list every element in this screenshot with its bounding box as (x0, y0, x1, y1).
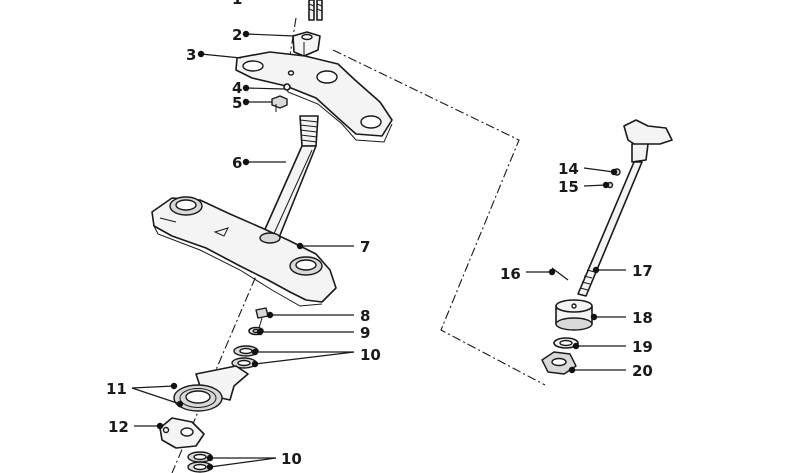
callout-5: 5 (232, 94, 242, 112)
callout-10-lower: 10 (281, 450, 302, 468)
part-lower-triple-clamp (151, 196, 337, 307)
callout-16: 16 (500, 265, 521, 283)
part-small-pin (283, 83, 291, 91)
part-upper-triple-clamp (235, 51, 393, 143)
callout-20: 20 (632, 362, 653, 380)
part-bolt (255, 307, 269, 329)
callout-2: 2 (232, 26, 242, 44)
callout-3: 3 (186, 46, 196, 64)
callout-18: 18 (632, 309, 653, 327)
assembly-group-frame (332, 49, 546, 386)
part-steering-stem (261, 115, 319, 241)
callout-1: 1 (232, 0, 242, 8)
part-lock-plate (159, 417, 205, 449)
part-t-handle (623, 119, 673, 163)
part-bearing-bracket (173, 365, 249, 412)
callout-10-upper: 10 (360, 346, 381, 364)
part-hex-nut (271, 95, 288, 112)
callout-12: 12 (108, 418, 129, 436)
callout-8: 8 (360, 307, 370, 325)
callout-14: 14 (558, 160, 579, 178)
callout-labels: 1 2 3 4 5 6 7 8 9 10 11 12 10 14 15 16 1… (106, 0, 653, 468)
part-clamp-nut (292, 31, 321, 57)
callout-6: 6 (232, 154, 242, 172)
part-top-bolts (308, 0, 323, 21)
part-castle-nut (541, 351, 577, 375)
callout-4: 4 (232, 79, 242, 97)
callout-11: 11 (106, 380, 127, 398)
callout-7: 7 (360, 238, 370, 256)
callout-15: 15 (558, 178, 579, 196)
leader-dots (156, 30, 618, 471)
part-cylinder-block (555, 299, 593, 331)
callout-17: 17 (632, 262, 653, 280)
callout-19: 19 (632, 338, 653, 356)
part-thin-washer (553, 337, 579, 349)
leader-lines (131, 33, 626, 468)
part-spring-pin (551, 267, 569, 281)
callout-9: 9 (360, 324, 370, 342)
